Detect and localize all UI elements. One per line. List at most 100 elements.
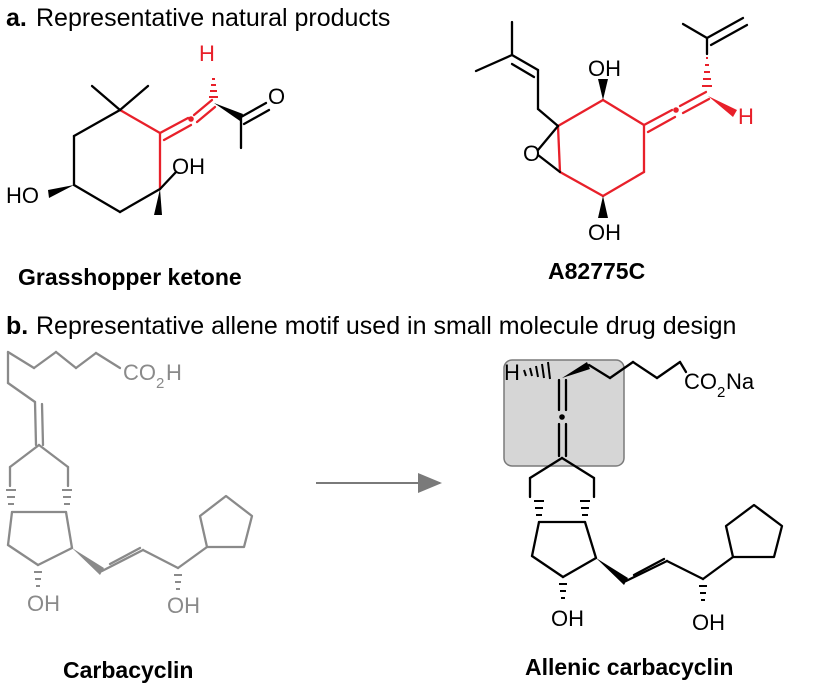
cc-sidechain-wedge (72, 548, 104, 575)
a82775c-name: A82775C (548, 258, 645, 284)
a8-allene-bond (646, 115, 677, 134)
cc-chain-bond (94, 351, 122, 370)
cc-sidechain-bond (176, 545, 209, 570)
a8-oh-bottom-wedge (598, 196, 608, 218)
ac-sidechain-bond (624, 559, 669, 583)
cc-co-sub: 2 (156, 375, 164, 392)
a8-chain-bond (536, 107, 560, 128)
ac-oh2-hash (699, 585, 707, 601)
panel-a-letter: a. (6, 4, 27, 32)
gk-oh-bond (158, 170, 178, 191)
cc-hash-right (62, 489, 72, 505)
cc-oh2-hash (174, 574, 182, 590)
cc-double-bond (40, 402, 45, 447)
ac-co-sub: 2 (717, 384, 725, 401)
ac-ring-bond (561, 556, 598, 579)
ac-allene-dot (559, 414, 565, 420)
gk-wedge-bond (214, 103, 243, 121)
a8-oh-bottom-label: OH (588, 220, 621, 245)
a8-isopropenyl-bond (709, 23, 749, 47)
ac-ring-bond (528, 456, 564, 480)
cc-ring-bond (6, 510, 14, 547)
cc-double-bond (33, 400, 38, 447)
a8-allene-bond (642, 108, 674, 127)
ac-sidechain-bond (701, 555, 735, 581)
a8-ring-bond (601, 98, 646, 127)
cc-chain-bond (32, 350, 58, 370)
a8-oh-top-label: OH (588, 56, 621, 81)
panel-b-title: Representative allene motif used in smal… (36, 312, 736, 340)
cc-chain-bond (54, 350, 78, 370)
carbacyclin-structure: CO 2 H (6, 350, 254, 618)
ac-chain-wedge (562, 362, 590, 378)
grasshopper-ketone-name: Grasshopper ketone (18, 264, 242, 290)
allene-highlight-box (503, 359, 625, 467)
allenic-carbacyclin-name: Allenic carbacyclin (525, 654, 733, 680)
cc-h-label: H (166, 360, 182, 385)
a8-o-label: O (523, 141, 540, 166)
gk-methyl-wedge (154, 189, 162, 215)
cc-oh2-label: OH (167, 593, 200, 618)
cc-ring-bond (64, 510, 74, 550)
ac-ring-bond (530, 554, 565, 579)
gk-ring-bond (118, 187, 162, 214)
a8-hash-bond (702, 57, 712, 87)
ac-sidechain-bond (665, 559, 705, 581)
gk-h-hash (209, 78, 218, 98)
a8-oh-top-wedge (598, 79, 608, 100)
a8-h-label: H (738, 104, 754, 129)
ac-oh2-label: OH (692, 610, 725, 635)
grasshopper-ketone-structure: H O OH HO (6, 41, 285, 215)
gk-carbonyl-bond (242, 108, 271, 126)
a8-ring-bond (556, 124, 562, 174)
cc-co-label: CO (123, 360, 156, 385)
allenic-carbacyclin-structure: H CO 2 Na (503, 359, 784, 635)
ac-cyclopentyl (724, 503, 784, 559)
carbacyclin-name: Carbacyclin (63, 657, 193, 683)
cc-chain-bond (6, 350, 36, 370)
panel-b-letter: b. (6, 312, 28, 340)
gk-ring-bond-red (118, 108, 162, 135)
a8-h-wedge (708, 96, 737, 117)
cc-sidechain-bond (141, 548, 180, 570)
ac-chain-bond (655, 360, 682, 380)
gk-h-label: H (199, 41, 215, 66)
gk-o-label: O (268, 84, 285, 109)
ac-oh1-label: OH (551, 606, 584, 631)
ac-hash-left (534, 500, 544, 516)
gk-methyl (118, 84, 150, 112)
ac-chain-bond (631, 360, 659, 380)
gk-allene-bond (162, 123, 193, 142)
gk-allene-bond (195, 105, 217, 124)
a8-chain-bond (510, 53, 540, 72)
cc-cyclopentyl (198, 494, 254, 549)
gk-ho-wedge (48, 185, 74, 198)
cc-ring-bond (8, 443, 41, 469)
ac-h-hash (523, 361, 551, 380)
a8-chain-bond (510, 62, 536, 79)
a8-epoxide-bond (536, 153, 562, 174)
gk-allene-bond (192, 98, 214, 117)
panel-a-header: a. Representative natural products (6, 4, 390, 32)
a82775c-structure: O OH OH H (474, 16, 754, 245)
a8-isopropenyl-bond (681, 22, 709, 40)
ac-ring-bond (583, 520, 598, 560)
gk-carbonyl-bond (239, 101, 268, 119)
a8-allene-dot (673, 107, 679, 113)
gk-methyl (90, 84, 122, 112)
gk-ho-label: HO (6, 183, 39, 208)
a8-isopropenyl-bond (705, 16, 745, 40)
ac-chain-bond (587, 363, 612, 380)
panel-a-title: Representative natural products (36, 4, 390, 32)
a8-epoxide-bond (536, 124, 560, 152)
ac-ring-bond (530, 520, 541, 558)
cc-ring-bond (37, 443, 70, 469)
a8-chain-bond (474, 53, 514, 73)
ac-sidechain-bond (632, 557, 666, 577)
a8-ring-bond (558, 170, 605, 198)
ac-h-label: H (504, 360, 520, 385)
cc-sidechain-bond (100, 548, 145, 573)
ac-co-label: CO (684, 369, 717, 394)
ac-ring-bond (560, 456, 596, 480)
